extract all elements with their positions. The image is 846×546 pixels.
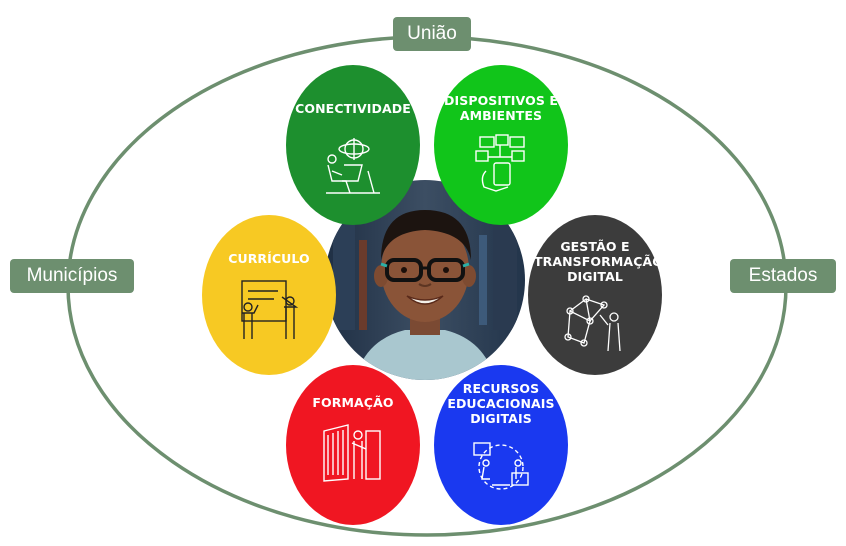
pillar-recursos-label: RECURSOS EDUCACIONAIS DIGITAIS <box>440 381 562 426</box>
uniao-label: União <box>393 17 471 51</box>
pillar-gestao-line1: GESTÃO E <box>560 239 630 254</box>
pillar-gestao-line3: DIGITAL <box>567 269 623 284</box>
pillar-recursos-line3: DIGITAIS <box>470 411 532 426</box>
pillar-recursos[interactable]: RECURSOS EDUCACIONAIS DIGITAIS <box>434 365 568 525</box>
pillar-curriculo-label: CURRÍCULO <box>228 251 310 266</box>
pillar-gestao[interactable]: GESTÃO E TRANSFORMAÇÃO DIGITAL <box>528 215 663 375</box>
student-photo <box>325 180 525 380</box>
teachers-whiteboard-icon <box>241 280 299 339</box>
people-digital-globe-icon <box>473 442 529 490</box>
person-laptop-globe-icon <box>326 138 380 194</box>
pillar-dispositivos[interactable]: DISPOSITIVOS E AMBIENTES <box>434 65 568 225</box>
pillar-recursos-line1: RECURSOS <box>462 381 540 396</box>
pillar-curriculo[interactable]: CURRÍCULO <box>202 215 336 375</box>
pillar-dispositivos-line2: AMBIENTES <box>459 108 543 123</box>
municipios-label: Municípios <box>10 259 134 293</box>
estados-label: Estados <box>730 259 836 293</box>
pillar-dispositivos-line1: DISPOSITIVOS E <box>443 93 559 108</box>
pillar-formacao[interactable]: FORMAÇÃO <box>286 365 420 525</box>
pillar-dispositivos-label: DISPOSITIVOS E AMBIENTES <box>440 93 562 123</box>
network-person-icon <box>564 295 621 352</box>
pillar-gestao-label: GESTÃO E TRANSFORMAÇÃO DIGITAL <box>534 239 663 284</box>
devices-hand-icon <box>475 134 525 192</box>
pillar-conectividade[interactable]: CONECTIVIDADE <box>286 65 420 225</box>
person-bookshelf-icon <box>323 424 381 482</box>
pillar-formacao-label: FORMAÇÃO <box>312 395 394 410</box>
pillar-gestao-line2: TRANSFORMAÇÃO <box>534 254 663 269</box>
pillar-recursos-line2: EDUCACIONAIS <box>447 396 555 411</box>
pillar-conectividade-label: CONECTIVIDADE <box>295 101 411 116</box>
